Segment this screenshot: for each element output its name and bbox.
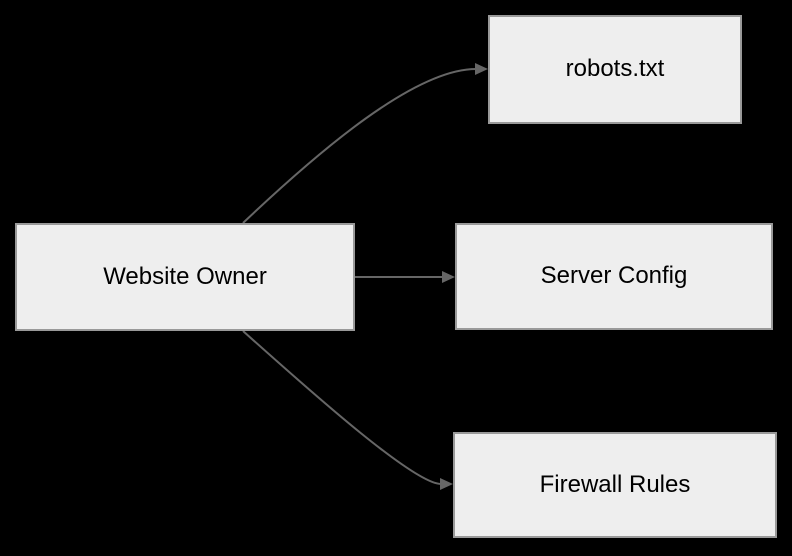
node-robots-txt-label: robots.txt xyxy=(565,55,665,83)
node-website-owner-label: Website Owner xyxy=(103,262,267,290)
node-website-owner: Website Owner xyxy=(15,223,355,331)
node-server-config: Server Config xyxy=(455,223,773,330)
node-robots-txt: robots.txt xyxy=(488,15,742,124)
edge-owner-to-firewall xyxy=(242,330,453,490)
node-server-config-label: Server Config xyxy=(540,262,688,290)
node-firewall-rules: Firewall Rules xyxy=(453,432,777,538)
edge-owner-to-robots xyxy=(242,63,488,224)
node-firewall-rules-label: Firewall Rules xyxy=(539,470,691,498)
